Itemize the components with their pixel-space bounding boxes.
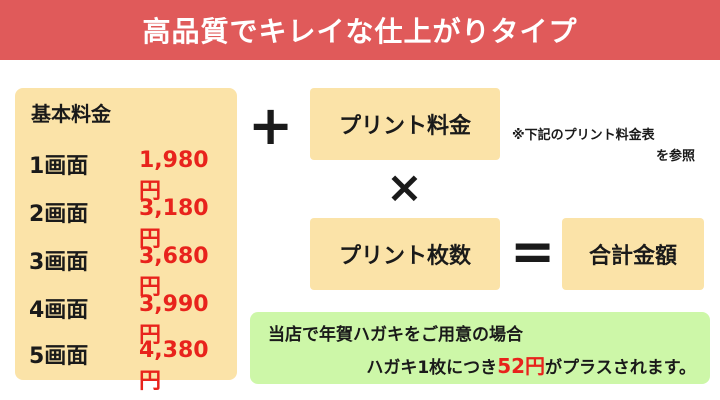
total-amount-box: 合計金額 [562,218,704,290]
price-row: 1画面 1,980円 [29,148,229,204]
price-row: 4画面 3,990円 [29,292,229,348]
postcard-note-suffix: がプラスされます。 [545,358,696,378]
price-row: 3画面 3,680円 [29,244,229,300]
print-fee-label: プリント料金 [338,114,471,139]
print-fee-box: プリント料金 [310,88,500,160]
price-row-amount: 4,380円 [139,338,209,394]
page-header: 高品質でキレイな仕上がりタイプ [0,0,720,60]
price-row-amount: 3,990円 [139,292,209,348]
total-amount-label: 合計金額 [588,244,677,269]
postcard-note-prefix: ハガキ1枚につき [366,358,498,378]
postcard-note-panel: 当店で年賀ハガキをご用意の場合 ハガキ1枚につき52円がプラスされます。 [250,312,710,384]
base-price-panel: 基本料金 1画面 1,980円 2画面 3,180円 3画面 3,680円 4画… [15,88,237,394]
fee-table-note: ※下記のプリント料金表 [512,128,655,143]
price-row-amount: 3,680円 [139,244,209,300]
price-row: 2画面 3,180円 [29,196,229,252]
postcard-note-line2: ハガキ1枚につき52円がプラスされます。 [366,350,696,379]
price-row-faces: 2画面 [29,202,89,227]
times-sign: × [386,162,423,213]
price-row-faces: 5画面 [29,344,89,369]
price-row-faces: 3画面 [29,250,89,275]
print-count-label: プリント枚数 [338,244,471,269]
fee-table-note-continued: を参照 [656,149,696,164]
price-row: 5画面 4,380円 [29,338,229,394]
base-price-title: 基本料金 [31,102,111,126]
page-title: 高品質でキレイな仕上がりタイプ [142,15,578,48]
price-row-faces: 1画面 [29,154,89,179]
price-row-faces: 4画面 [29,298,89,323]
price-row-amount: 3,180円 [139,196,209,252]
price-row-amount: 1,980円 [139,148,209,204]
postcard-surcharge-amount: 52円 [497,354,546,378]
postcard-note-line1: 当店で年賀ハガキをご用意の場合 [268,325,523,345]
print-count-box: プリント枚数 [310,218,500,290]
plus-sign: + [248,94,294,157]
equals-sign: = [510,220,556,283]
